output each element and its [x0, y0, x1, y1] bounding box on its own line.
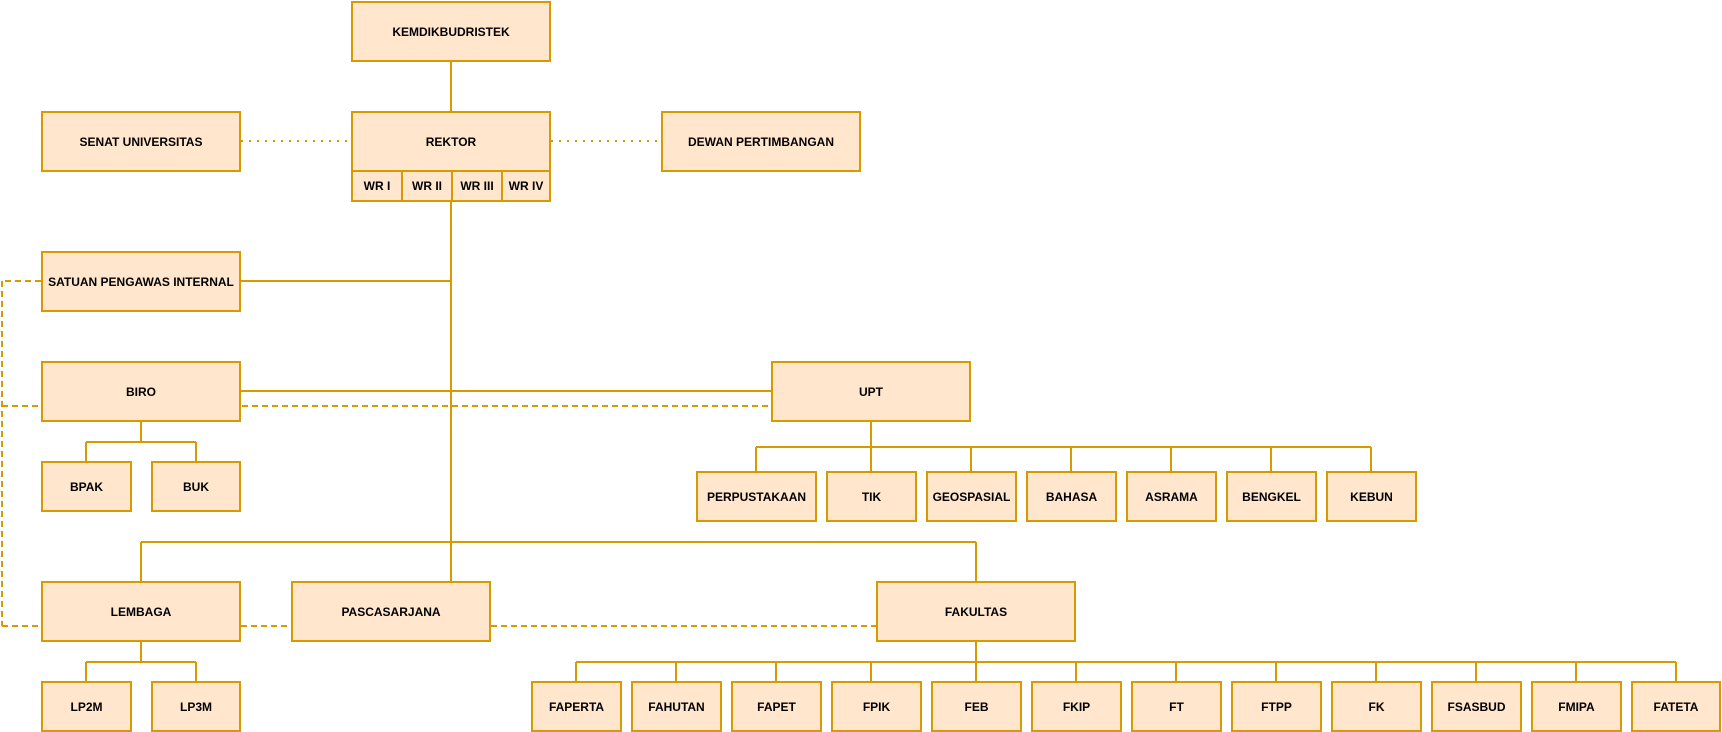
bpak-box: BPAK: [41, 461, 132, 512]
bahasa-box: BAHASA: [1026, 471, 1117, 522]
fakultas-box: FAKULTAS: [876, 581, 1076, 642]
perpustakaan-box: PERPUSTAKAAN: [696, 471, 817, 522]
wr-2-box: WR II: [401, 170, 453, 202]
senat-universitas-box: SENAT UNIVERSITAS: [41, 111, 241, 172]
pascasarjana-box: PASCASARJANA: [291, 581, 491, 642]
bengkel-box: BENGKEL: [1226, 471, 1317, 522]
kemdikbudristek-box: KEMDIKBUDRISTEK: [351, 1, 551, 62]
dewan-pertimbangan-box: DEWAN PERTIMBANGAN: [661, 111, 861, 172]
ft-box: FT: [1131, 681, 1222, 732]
lembaga-box: LEMBAGA: [41, 581, 241, 642]
ftpp-box: FTPP: [1231, 681, 1322, 732]
upt-box: UPT: [771, 361, 971, 422]
wr-3-box: WR III: [451, 170, 503, 202]
buk-box: BUK: [151, 461, 241, 512]
wr-4-box: WR IV: [501, 170, 551, 202]
fahutan-box: FAHUTAN: [631, 681, 722, 732]
faperta-box: FAPERTA: [531, 681, 622, 732]
rektor-box: REKTOR: [351, 111, 551, 172]
satuan-pengawas-internal-box: SATUAN PENGAWAS INTERNAL: [41, 251, 241, 312]
tik-box: TIK: [826, 471, 917, 522]
lp2m-box: LP2M: [41, 681, 132, 732]
fateta-box: FATETA: [1631, 681, 1721, 732]
fapet-box: FAPET: [731, 681, 822, 732]
asrama-box: ASRAMA: [1126, 471, 1217, 522]
fkip-box: FKIP: [1031, 681, 1122, 732]
geospasial-box: GEOSPASIAL: [926, 471, 1017, 522]
fmipa-box: FMIPA: [1531, 681, 1622, 732]
biro-box: BIRO: [41, 361, 241, 422]
wr-1-box: WR I: [351, 170, 403, 202]
feb-box: FEB: [931, 681, 1022, 732]
lp3m-box: LP3M: [151, 681, 241, 732]
fk-box: FK: [1331, 681, 1422, 732]
fpik-box: FPIK: [831, 681, 922, 732]
fsasbud-box: FSASBUD: [1431, 681, 1522, 732]
kebun-box: KEBUN: [1326, 471, 1417, 522]
